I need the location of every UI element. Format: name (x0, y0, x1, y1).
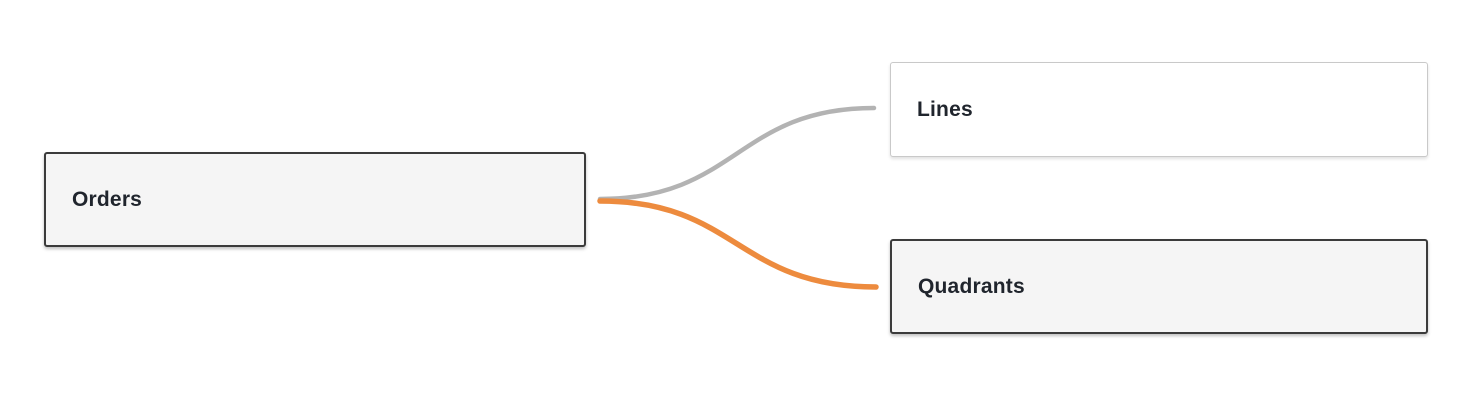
table-node-label: Quadrants (918, 274, 1025, 298)
table-node-label: Lines (917, 97, 973, 121)
table-node-label: Orders (72, 187, 143, 211)
edge-orders-lines[interactable] (597, 105, 877, 202)
edge-orders-quadrants[interactable] (597, 198, 879, 290)
table-node-lines[interactable]: Lines (890, 62, 1428, 157)
table-node-orders[interactable]: Orders (44, 152, 586, 247)
table-node-quadrants[interactable]: Quadrants (890, 239, 1428, 334)
